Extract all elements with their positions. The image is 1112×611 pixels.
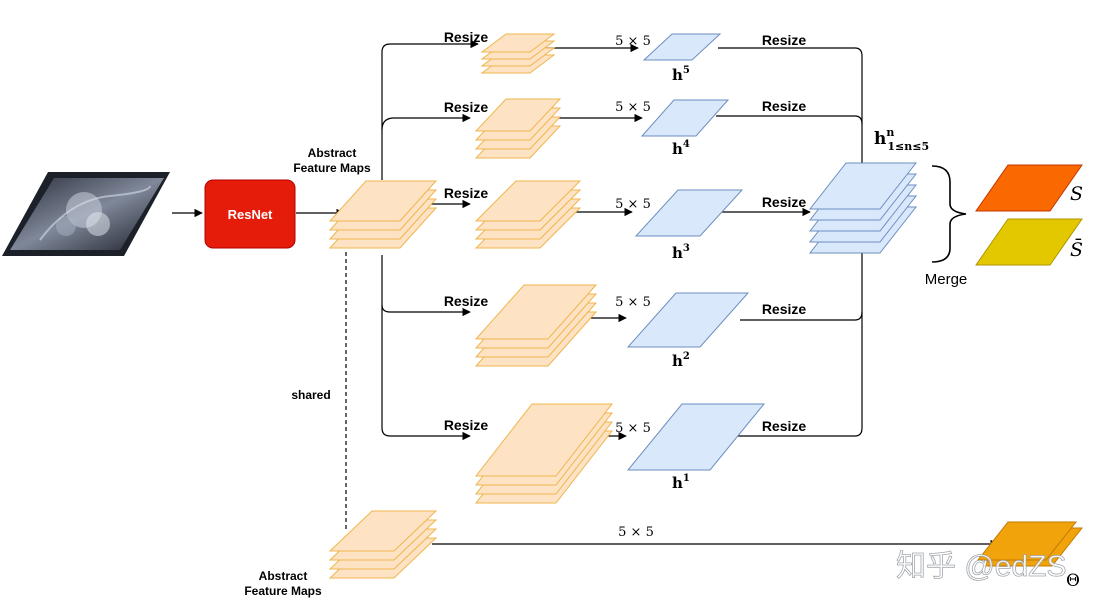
feature-maps-h5-layer — [480, 33, 556, 53]
resnet-label: ResNet — [228, 207, 273, 222]
feature-maps-h4-layer — [474, 98, 562, 132]
sbar-label: S̄ — [1070, 238, 1083, 261]
resize-label-h3-left: Resize — [444, 185, 489, 201]
h4-label: h4 — [672, 139, 690, 158]
merge-brace — [931, 165, 967, 263]
s-label: S — [1070, 183, 1083, 205]
resize-label-top-left: Resize — [444, 29, 489, 45]
abstract-feature-maps-label-top-1: Abstract — [308, 146, 357, 160]
h1-map-layer — [626, 403, 766, 471]
feature-maps-h1-layer — [474, 403, 614, 477]
resize-label-h2-right: Resize — [762, 301, 807, 317]
h4-map — [640, 99, 730, 137]
shared-label: shared — [291, 388, 330, 402]
hn-stack — [808, 162, 918, 254]
feature-maps-h2-layer — [474, 284, 598, 340]
feature-maps-h5 — [480, 33, 556, 74]
abstract-feature-maps-label-bottom-1: Abstract — [259, 569, 308, 583]
theta-label: Θ — [1066, 571, 1080, 591]
h5-label: h5 — [672, 65, 690, 84]
h1-map — [626, 403, 766, 471]
h3-map-layer — [634, 189, 744, 237]
resize-label-h2-left: Resize — [444, 293, 489, 309]
feature-maps-h2 — [474, 284, 598, 367]
resize-label-h4-right: Resize — [762, 98, 807, 114]
feature-maps-h4 — [474, 98, 562, 159]
output-sbar — [975, 218, 1083, 266]
h-maps — [626, 33, 918, 471]
kernel-label-bottom: 5 × 5 — [618, 525, 654, 540]
output-s — [975, 164, 1083, 212]
feature-maps-main — [328, 180, 438, 249]
resize-label-h1-left: Resize — [444, 417, 489, 433]
branch-connectors — [345, 39, 999, 549]
kernel-label-h3: 5 × 5 — [615, 197, 651, 212]
output-theta — [976, 521, 1084, 567]
h3-map — [634, 189, 744, 237]
resize-label-h3-right: Resize — [762, 194, 807, 210]
h2-map-layer — [626, 292, 750, 348]
feature-maps-h1 — [474, 403, 614, 504]
feature-map-stacks — [328, 33, 614, 579]
h5-map — [642, 33, 722, 61]
kernel-label-h1: 5 × 5 — [615, 421, 651, 436]
h2-map — [626, 292, 750, 348]
kernel-label-h2: 5 × 5 — [615, 295, 651, 310]
kernel-label-h4: 5 × 5 — [615, 100, 651, 115]
feature-maps-bottom — [328, 510, 438, 579]
h4-map-layer — [640, 99, 730, 137]
abstract-feature-maps-label-bottom-2: Feature Maps — [244, 584, 322, 598]
h5-map-layer — [642, 33, 722, 61]
resnet-block — [204, 179, 296, 249]
resize-label-h1-right: Resize — [762, 418, 807, 434]
resize-label-h4-left: Resize — [444, 99, 489, 115]
resize-label-h5-right: Resize — [762, 32, 807, 48]
feature-maps-h3 — [474, 180, 582, 249]
abstract-feature-maps-label-top-2: Feature Maps — [293, 161, 371, 175]
input-image — [2, 172, 170, 256]
merge-label: Merge — [925, 271, 968, 288]
feature-maps-h3-layer — [474, 180, 582, 222]
hn-stack-layer — [808, 162, 918, 210]
h1-label: h1 — [672, 473, 690, 492]
h2-label: h2 — [672, 351, 690, 370]
h3-label: h3 — [672, 243, 690, 262]
feature-maps-bottom-layer — [328, 510, 438, 552]
kernel-label-h5: 5 × 5 — [615, 34, 651, 49]
feature-maps-main-layer — [328, 180, 438, 222]
watermark: 知乎 @edZS — [896, 550, 1067, 583]
